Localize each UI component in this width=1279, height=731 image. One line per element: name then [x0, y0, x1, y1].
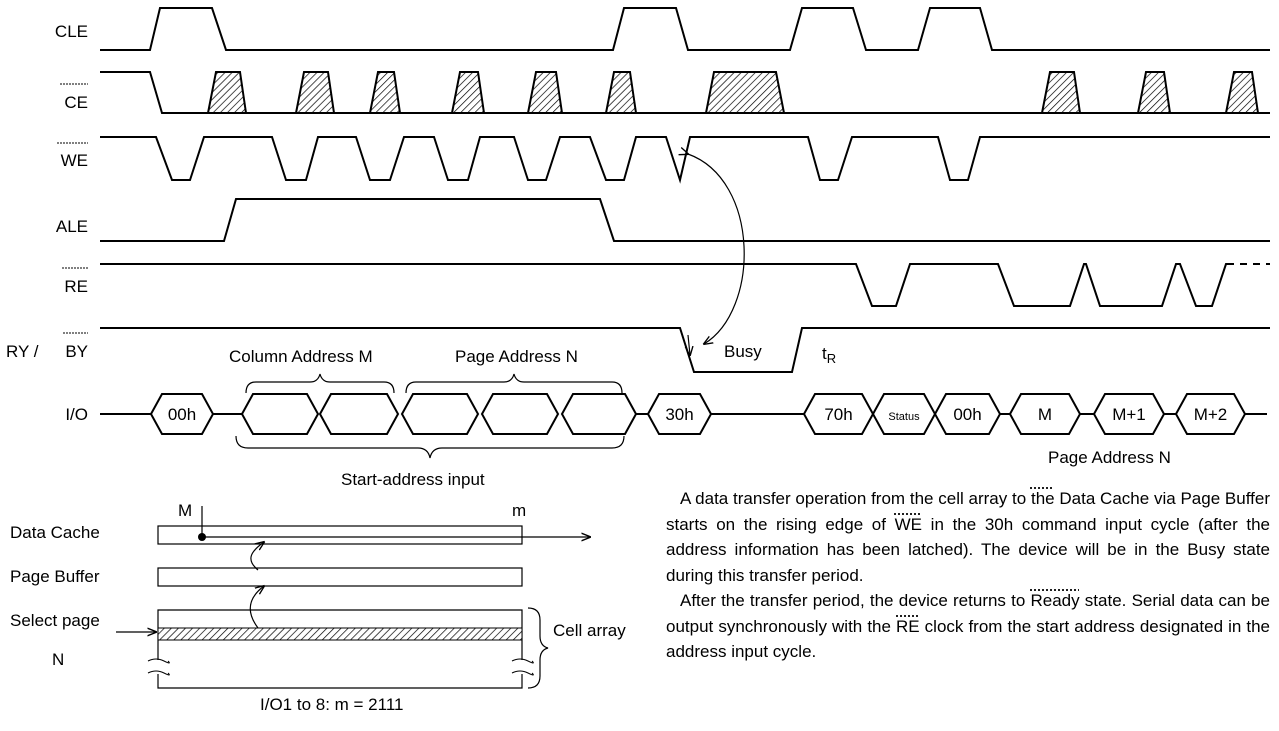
we-label: WE: [61, 151, 88, 170]
cell-array-brace: [527, 607, 549, 689]
start-address-brace: [235, 435, 625, 459]
by-label: BY: [65, 342, 88, 361]
page-address-label: Page Address N: [455, 347, 578, 366]
cle-label: CLE: [55, 22, 88, 41]
io-cell: [240, 393, 320, 435]
io-cell-label: 30h: [665, 405, 693, 424]
tr-label: tR: [822, 344, 836, 366]
desc-text: state. Serial data can be output synchro…: [666, 591, 1270, 636]
desc-ready: Ready: [1030, 591, 1080, 610]
cle-waveform: [100, 7, 1270, 51]
page-address-brace: [405, 373, 623, 394]
ale-label: ALE: [56, 217, 88, 236]
io-cells: 00h 30h 70h Status 00h M M+1 M+2: [149, 393, 1261, 435]
io-cell: [149, 393, 215, 435]
desc-text: Data Cache via Page Buffer starts on the…: [666, 489, 1270, 534]
m-upper-label: M: [178, 501, 192, 520]
selected-page-row: [157, 627, 523, 641]
ryby-waveform: [100, 327, 1270, 373]
io-cell: [933, 393, 1002, 435]
start-address-label: Start-address input: [341, 470, 485, 489]
io-cell: [480, 393, 560, 435]
transfer-arrow-lower: [249, 586, 264, 629]
desc-text: clock from the start address designated …: [666, 616, 1270, 662]
io-cell: [560, 393, 638, 435]
desc-we: WE: [894, 514, 923, 534]
select-page-label: Select page: [10, 611, 100, 630]
desc-the: the: [1030, 489, 1055, 508]
busy-label: Busy: [724, 342, 762, 361]
io-label: I/O: [65, 405, 88, 424]
io-cell-label: 00h: [168, 405, 196, 424]
io-cell: [1008, 393, 1082, 435]
ale-waveform: [100, 198, 1270, 242]
io-cell: [646, 393, 713, 435]
page-buffer-box: [157, 567, 523, 587]
io-cell-label: Status: [888, 411, 920, 423]
cell-array-box: [157, 609, 523, 689]
page-address-out-label: Page Address N: [1048, 448, 1171, 467]
busy-trigger-arrow: [688, 154, 745, 344]
io-cell: [400, 393, 480, 435]
io-cell-label: 70h: [824, 405, 852, 424]
memory-caption: I/O1 to 8: m = 2111: [260, 695, 403, 714]
description-paragraph-2: After the transfer period, the device re…: [666, 588, 1270, 665]
transfer-arrow-upper: [250, 542, 264, 571]
busy-fall-arrow: [688, 334, 690, 355]
re-label: RE: [64, 277, 88, 296]
select-page-n-label: N: [52, 650, 64, 669]
data-cache-box: [157, 525, 523, 545]
desc-re: RE: [896, 616, 920, 636]
io-cell: [1174, 393, 1247, 435]
desc-text: A data transfer operation from the cell …: [680, 489, 1031, 508]
we-waveform: [100, 136, 1270, 184]
cell-array-break-marks: [147, 658, 534, 676]
page-buffer-label: Page Buffer: [10, 567, 100, 586]
io-cell: [318, 393, 400, 435]
ce-label: CE: [64, 93, 88, 112]
m-lower-label: m: [512, 501, 526, 520]
io-cell-label: M+1: [1112, 405, 1146, 424]
column-address-label: Column Address M: [229, 347, 373, 366]
io-cell-label: M+2: [1194, 405, 1228, 424]
cell-array-label: Cell array: [553, 621, 626, 640]
ry-label: RY /: [6, 342, 39, 361]
desc-text: in the 30h command input cycle (after th…: [666, 514, 1271, 585]
io-cell: [1092, 393, 1166, 435]
re-waveform: [100, 263, 1234, 307]
description: A data transfer operation from the cell …: [666, 486, 1270, 665]
desc-text: After the transfer period, the device re…: [680, 591, 1031, 610]
io-cell-label: 00h: [953, 405, 981, 424]
ce-waveform: [100, 71, 1270, 114]
column-address-brace: [245, 373, 395, 394]
data-cache-label: Data Cache: [10, 523, 100, 542]
description-paragraph-1: A data transfer operation from the cell …: [666, 486, 1270, 588]
ce-dont-care-marks: [206, 71, 1260, 114]
io-cell-label: M: [1038, 405, 1052, 424]
